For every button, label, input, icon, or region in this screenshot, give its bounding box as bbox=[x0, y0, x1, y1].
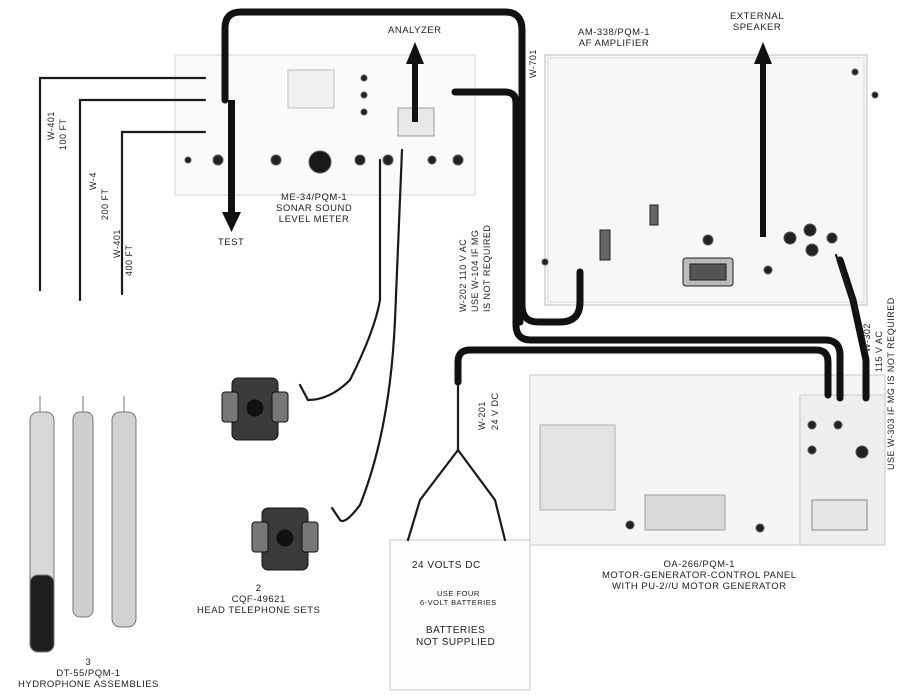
headset-1 bbox=[221, 377, 289, 441]
meter-desc-1: SONAR SOUND bbox=[276, 202, 353, 214]
cable-left-1: W-401 bbox=[46, 111, 56, 140]
cable-w202-line-2: USE W-104 IF MG bbox=[470, 229, 480, 312]
external-speaker-label: EXTERNAL SPEAKER bbox=[730, 11, 785, 34]
test-label: TEST bbox=[218, 237, 245, 248]
cable-w302-line-3: USE W-303 IF MG IS NOT REQUIRED bbox=[886, 297, 896, 470]
headset-2 bbox=[251, 507, 319, 571]
cable-left-3-len: 400 FT bbox=[124, 244, 134, 276]
cable-w202-line-3: IS NOT REQUIRED bbox=[482, 224, 492, 312]
battery-volts: 24 VOLTS DC bbox=[412, 560, 481, 571]
hydrophones bbox=[29, 396, 137, 653]
hydrophones-qty: 3 bbox=[85, 657, 92, 668]
cable-left-2: W-4 bbox=[88, 172, 98, 190]
meter-panel bbox=[174, 54, 476, 196]
control-panel-model: OA-266/PQM-1 bbox=[663, 559, 735, 570]
hydrophones-desc: HYDROPHONE ASSEMBLIES bbox=[18, 678, 159, 690]
arrows bbox=[222, 42, 772, 237]
meter-label: ME-34/PQM-1 SONAR SOUND LEVEL METER bbox=[276, 192, 353, 226]
knobs bbox=[184, 68, 879, 533]
thin-cables bbox=[38, 76, 860, 542]
battery-supplied-1: BATTERIES bbox=[425, 625, 486, 636]
cable-w201-line-1: W-201 bbox=[477, 401, 487, 430]
external-speaker-line-1: EXTERNAL bbox=[730, 11, 785, 22]
headsets-label: 2 CQF-49621 HEAD TELEPHONE SETS bbox=[197, 583, 321, 617]
cable-left-1-len: 100 FT bbox=[58, 118, 68, 150]
headsets-desc: HEAD TELEPHONE SETS bbox=[197, 604, 321, 616]
battery-use-1: USE FOUR bbox=[437, 589, 480, 598]
amplifier-label: AM-338/PQM-1 AF AMPLIFIER bbox=[578, 27, 650, 50]
external-speaker-line-2: SPEAKER bbox=[732, 21, 782, 33]
cables bbox=[221, 8, 870, 402]
meter-desc-2: LEVEL METER bbox=[278, 213, 350, 225]
amplifier-model: AM-338/PQM-1 bbox=[578, 27, 650, 38]
cable-top-label: W-701 bbox=[528, 49, 538, 78]
cable-w302-line-2: 115 V AC bbox=[874, 330, 884, 372]
battery-supplied-2: NOT SUPPLIED bbox=[416, 636, 496, 648]
battery-box bbox=[389, 539, 531, 691]
control-panel-unit bbox=[529, 374, 886, 546]
meter-model: ME-34/PQM-1 bbox=[281, 192, 348, 203]
battery-supplied: BATTERIES NOT SUPPLIED bbox=[416, 625, 495, 648]
amplifier-desc: AF AMPLIFIER bbox=[578, 37, 650, 49]
headsets-model: CQF-49621 bbox=[231, 593, 286, 605]
cable-w302-line-1: W-302 bbox=[862, 323, 872, 352]
cable-left-2-len: 200 FT bbox=[100, 188, 110, 220]
control-panel-label: OA-266/PQM-1 MOTOR-GENERATOR-CONTROL PAN… bbox=[602, 559, 797, 593]
cable-left-3: W-401 bbox=[112, 229, 122, 258]
cable-w202-line-1: W-202 110 V AC bbox=[458, 238, 468, 312]
cable-w201-line-2: 24 V DC bbox=[490, 392, 500, 430]
battery-use: USE FOUR 6-VOLT BATTERIES bbox=[420, 589, 497, 607]
amplifier-nameplate bbox=[599, 204, 734, 287]
battery-use-2: 6-VOLT BATTERIES bbox=[420, 597, 497, 607]
headsets-qty: 2 bbox=[255, 583, 262, 594]
analyzer-label: ANALYZER bbox=[388, 25, 442, 36]
hydrophones-model: DT-55/PQM-1 bbox=[56, 667, 121, 679]
control-panel-desc: MOTOR-GENERATOR-CONTROL PANEL bbox=[602, 569, 797, 581]
control-panel-mg: WITH PU-2//U MOTOR GENERATOR bbox=[612, 580, 787, 592]
hydrophones-label: 3 DT-55/PQM-1 HYDROPHONE ASSEMBLIES bbox=[18, 657, 159, 691]
